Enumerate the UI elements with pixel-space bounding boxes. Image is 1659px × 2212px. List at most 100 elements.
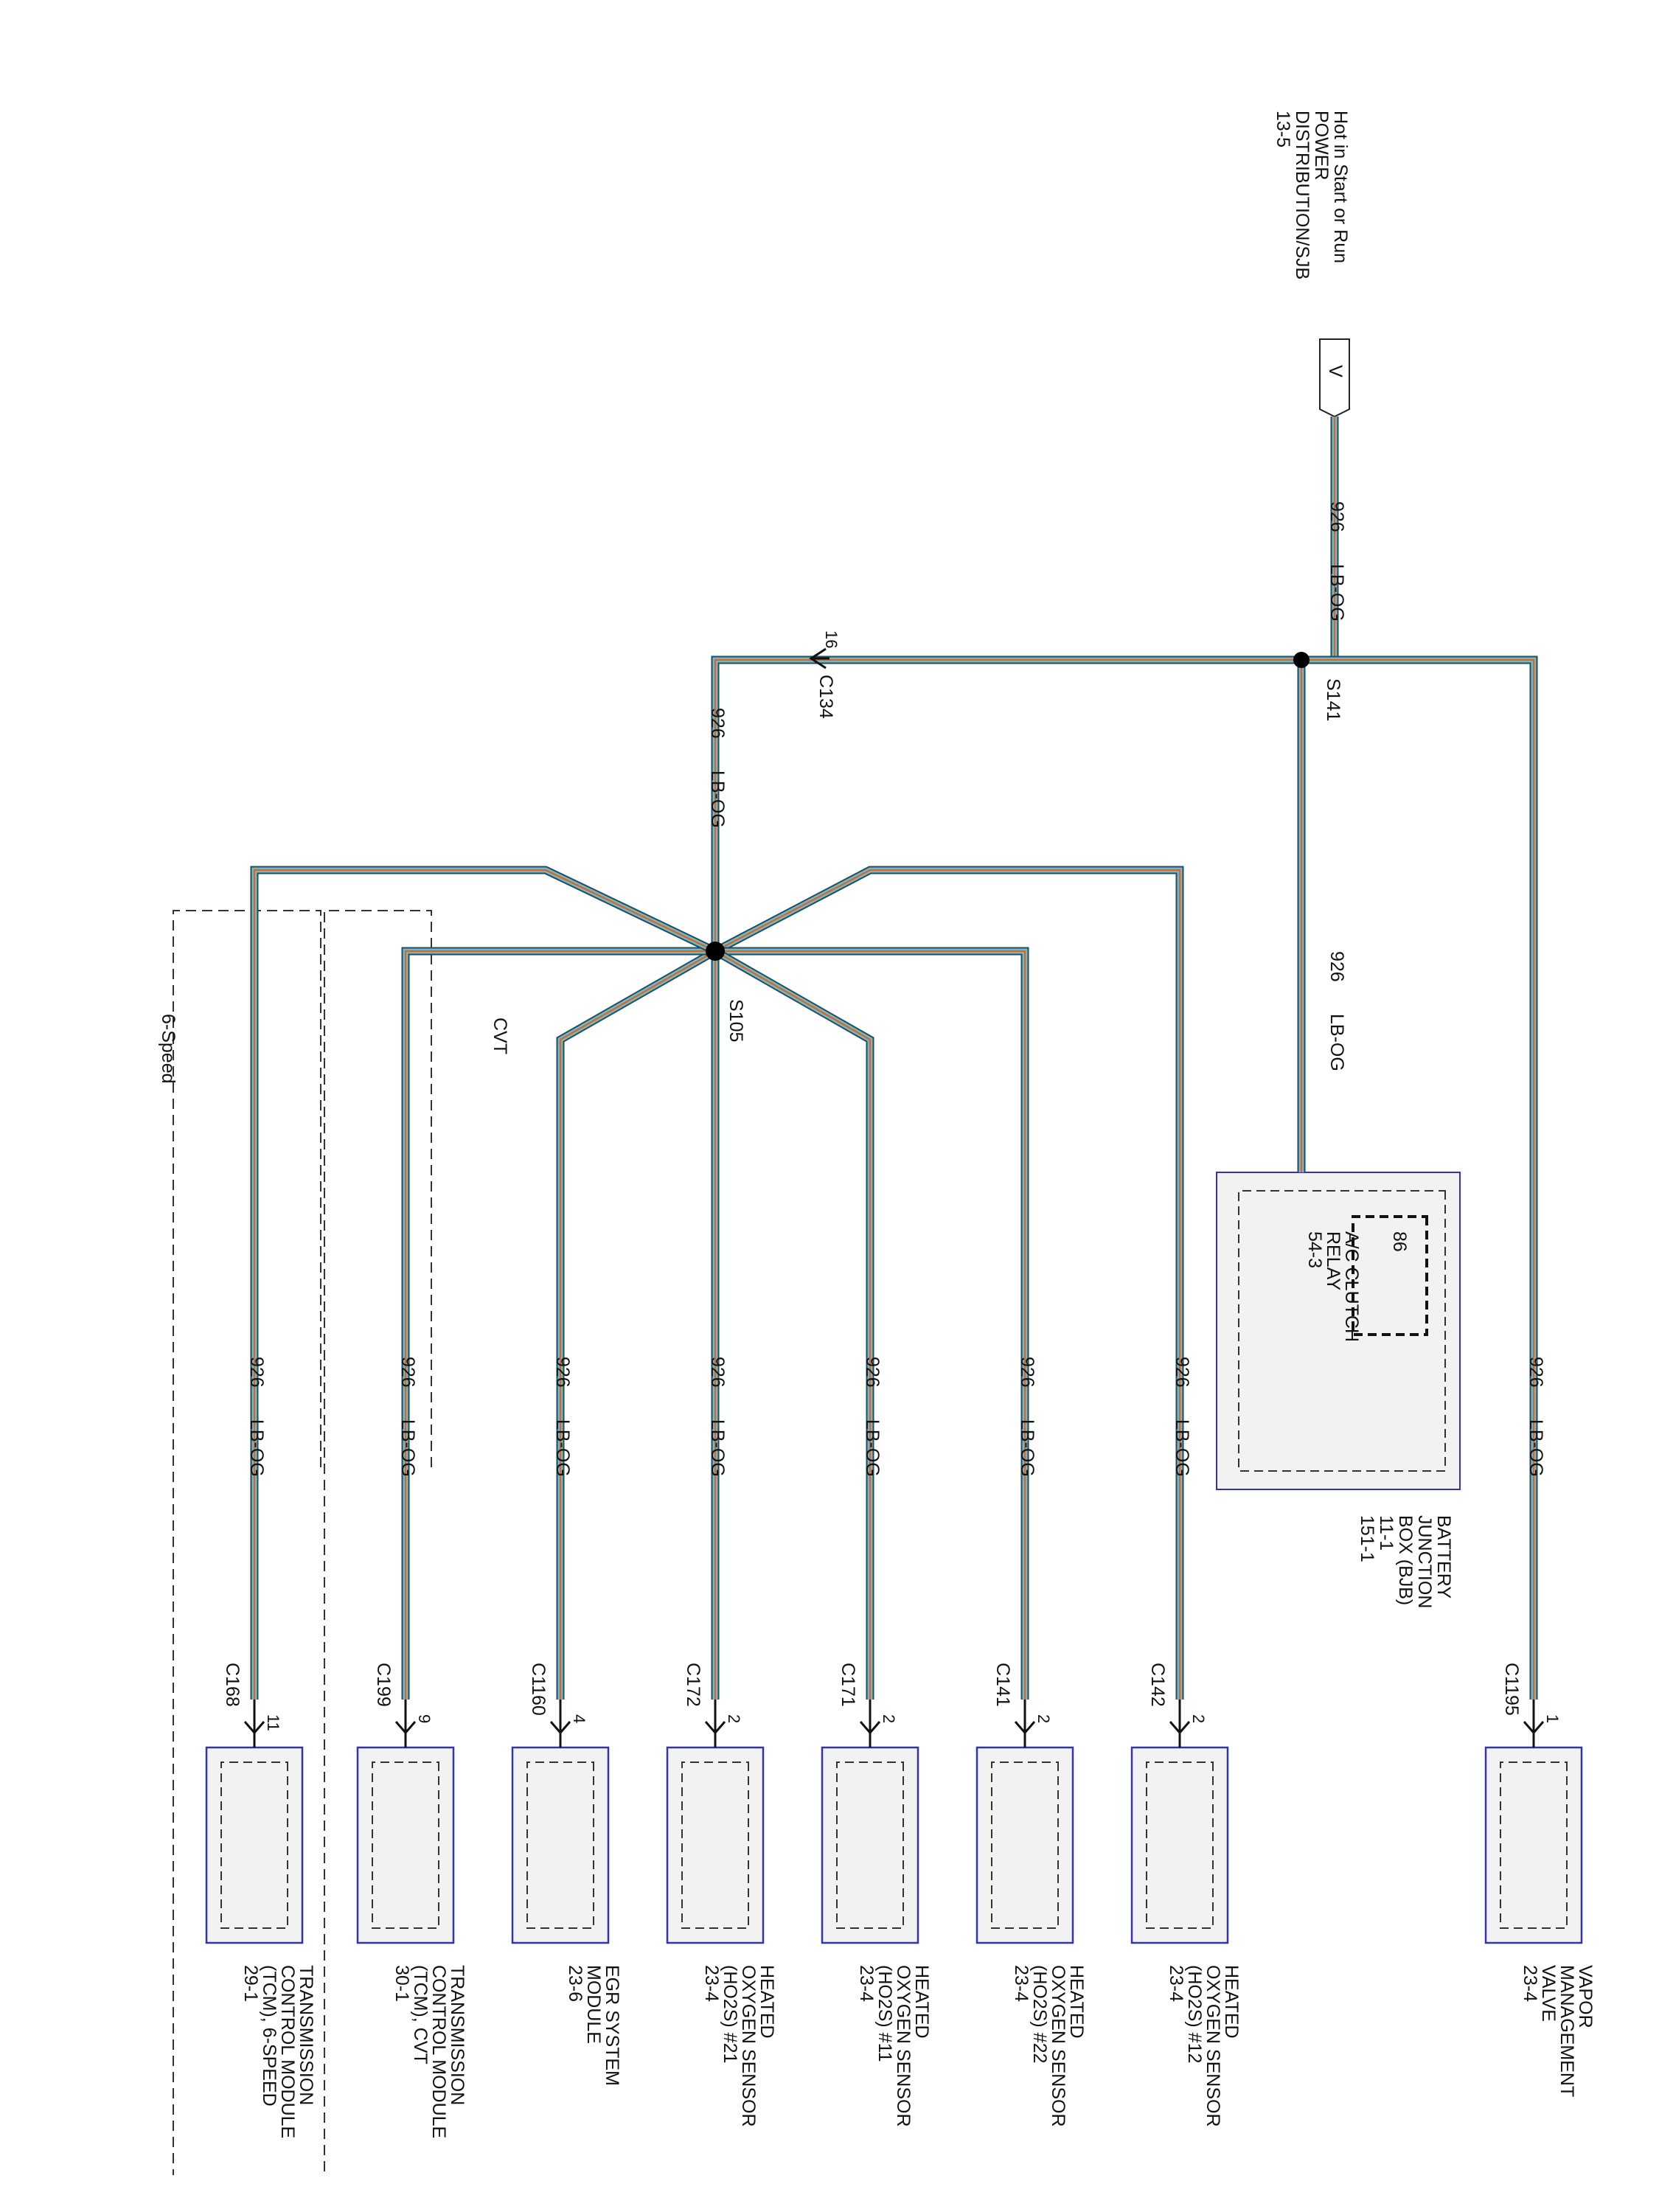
bjb-line-1: BATTERY [1433,1515,1454,1599]
component-label-line: (HO2S) #11 [874,1965,895,2062]
component-label-line: HEATED [911,1965,932,2039]
source-connector[interactable]: V [1319,338,1350,418]
bjb-line-2: JUNCTION [1414,1515,1435,1608]
wire-color-label: LB-OG [1326,564,1347,622]
relay-line-2: RELAY [1323,1231,1343,1290]
component-ho2s12[interactable] [1130,1746,1229,1944]
source-connector-letter: V [1325,365,1346,378]
wire-color-label: LB-OG [707,1419,728,1477]
connector-pin-c168: 11 [264,1714,282,1731]
source-line-2: POWER [1311,111,1332,180]
component-label-line: (HO2S) #21 [720,1965,740,2063]
diagram-canvas: Hot in Start or Run POWER DISTRIBUTION/S… [158,111,1596,2175]
wire-circuit-label: 926 [862,1357,883,1388]
component-label-line: OXYGEN SENSOR [1048,1965,1068,2127]
wire-circuit-label: 926 [1526,1357,1546,1388]
cvt-group-boundary [324,910,432,2175]
splice-s105[interactable]: S105 [706,942,746,1042]
wire-circuit-label: 926 [707,1357,728,1388]
component-label-line: 23-4 [856,1965,877,2002]
connector-name-c141: C141 [992,1663,1013,1707]
component-ho2s11[interactable] [821,1746,919,1944]
wire-s105-to-ho2s12 [713,866,1184,1700]
component-label-line: 23-4 [1011,1965,1032,2002]
component-label-line: 23-4 [701,1965,722,2002]
component-label-line: OXYGEN SENSOR [738,1965,759,2127]
source-line-3: DISTRIBUTION/SJB [1292,111,1312,279]
component-label-line: HEATED [757,1965,777,2039]
wire-s105-to-tcm-6spd [250,866,717,1700]
bjb-line-4: 11-1 [1376,1515,1397,1551]
splice-s141[interactable]: S141 [1293,652,1343,721]
component-label-line: (HO2S) #12 [1184,1965,1205,2063]
connector-name-c168: C168 [222,1663,243,1707]
component-label-line: 23-6 [565,1965,585,2002]
component-tcm-6spd[interactable] [205,1746,304,1944]
component-label-line: HEATED [1221,1965,1242,2039]
c134-name: C134 [815,675,836,719]
connector-name-c199: C199 [373,1663,394,1707]
component-label-line: EGR SYSTEM [602,1965,622,2086]
component-label-line: OXYGEN SENSOR [1203,1965,1223,2127]
wire-color-label: LB-OG [1172,1419,1192,1477]
component-label-line: TRANSMISSION [447,1965,467,2105]
wire-circuit-label: 926 [552,1357,573,1388]
ac-clutch-relay[interactable]: 86 [1352,1215,1428,1336]
component-label-line: VAPOR [1575,1965,1596,2028]
wire-color-label: LB-OG [1017,1419,1037,1477]
wire-harness [250,417,1538,1700]
wire-color-label: LB-OG [1526,1419,1546,1477]
inline-connector-c134[interactable]: 16 C134 [809,630,841,719]
connector-pin-c199: 9 [415,1714,434,1723]
wire-labels: 926LB-OG926LB-OG926LB-OG926LB-OG926LB-OG… [246,501,1546,1477]
wire-color-label: LB-OG [552,1419,573,1477]
component-label-line: (TCM), CVT [410,1965,431,2065]
component-tcm-cvt[interactable] [356,1746,455,1944]
relay-label: A/C CLUTCH RELAY 54-3 [1304,1231,1362,1342]
component-label-line: OXYGEN SENSOR [893,1965,914,2127]
wire-s105-to-tcm-cvt [401,947,715,1700]
six-speed-group-label: 6-Speed [158,1014,178,1084]
component-label-line: (TCM), 6-SPEED [259,1965,279,2107]
bjb-line-3: BOX (BJB) [1395,1515,1416,1605]
component-label-line: HEATED [1066,1965,1087,2039]
cvt-group-label: CVT [490,1018,510,1054]
component-label-line: 30-1 [392,1965,412,2002]
connector-c168[interactable]: 11 C168 [222,1663,282,1747]
source-line-1: Hot in Start or Run [1330,111,1351,263]
wire-color-label: LB-OG [397,1419,418,1477]
component-vmv[interactable] [1484,1746,1583,1944]
battery-junction-box[interactable] [1216,1172,1461,1490]
wire-s105-to-ho2s22 [715,947,1029,1700]
wire-circuit-label: 926 [1017,1357,1037,1388]
relay-pin: 86 [1389,1231,1410,1252]
connector-pin-c142: 2 [1189,1714,1208,1723]
component-ho2s22[interactable] [975,1746,1074,1944]
component-label-line: MANAGEMENT [1557,1965,1577,2097]
source-line-4: 13-5 [1273,111,1293,147]
connector-c199[interactable]: 9 C199 [373,1663,434,1747]
power-source-label: Hot in Start or Run POWER DISTRIBUTION/S… [1273,111,1351,279]
component-egr[interactable] [511,1746,610,1944]
six-speed-group-boundary [173,910,321,2175]
wire-s105-to-egr [556,947,717,1700]
wire-color-label: LB-OG [246,1419,267,1477]
wire-color-label: LB-OG [707,771,728,828]
connector-pin-c171: 2 [880,1714,898,1723]
component-ho2s21[interactable] [666,1746,765,1944]
wire-circuit-label: 926 [1326,951,1347,982]
connector-pin-c1160: 4 [570,1714,588,1723]
s141-label: S141 [1323,678,1343,721]
